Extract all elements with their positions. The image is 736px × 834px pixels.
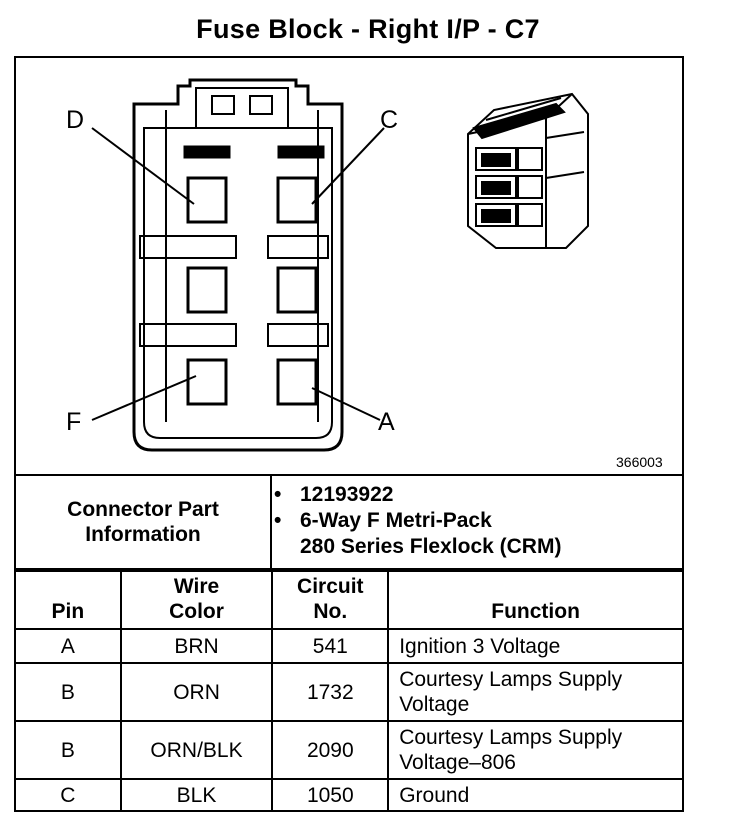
pin-label-d: D (66, 106, 85, 134)
connector-3d-view (467, 92, 589, 249)
cavity-c (276, 176, 318, 224)
circuit-cell: 541 (271, 628, 390, 664)
cavity-e (186, 266, 228, 314)
leader-a (311, 387, 381, 421)
function-cell: Courtesy Lamps Supply Voltage (387, 662, 684, 722)
wire-color-cell: ORN/BLK (119, 720, 274, 780)
table-row: A BRN 541 Ignition 3 Voltage (14, 628, 684, 664)
latch (195, 87, 289, 129)
function-cell: Ground (387, 778, 684, 812)
bullet-2: • (274, 509, 282, 532)
wire-color-cell: ORN (119, 662, 274, 722)
connector-description-line1: 6-Way F Metri-Pack (300, 509, 492, 532)
pin-cell: C (14, 778, 122, 812)
pin-label-f: F (66, 408, 82, 436)
leader-d (91, 127, 195, 205)
pin-label-c: C (380, 106, 399, 134)
figure-number: 366003 (616, 454, 663, 470)
connector-inner-wall (143, 127, 333, 439)
table-row: B ORN/BLK 2090 Courtesy Lamps Supply Vol… (14, 720, 684, 780)
wire-color-cell: BRN (119, 628, 274, 664)
function-cell: Courtesy Lamps Supply Voltage–806 (387, 720, 684, 780)
cavity-a (276, 358, 318, 406)
connector-info-label-line1: Connector Part (67, 498, 219, 521)
circuit-cell: 2090 (271, 720, 390, 780)
leader-c (311, 127, 385, 205)
part-number: 12193922 (300, 483, 394, 506)
header-wire-color: Wire Color (119, 570, 274, 630)
header-pin: Pin (14, 570, 122, 630)
header-function: Function (387, 570, 684, 630)
connector-info-details: • 12193922 • 6-Way F Metri-Pack 280 Seri… (274, 482, 561, 560)
pin-cell: A (14, 628, 122, 664)
leader-f (91, 375, 197, 421)
connector-info-label-line2: Information (85, 523, 201, 546)
pin-table: Pin Wire Color Circuit No. Function A BR… (14, 570, 684, 812)
diagram-title: Fuse Block - Right I/P - C7 (196, 14, 540, 44)
connector-info-label: Connector Part Information (16, 476, 272, 568)
connector-body (132, 78, 344, 452)
cavity-f (186, 358, 228, 406)
circuit-cell: 1050 (271, 778, 390, 812)
table-row: B ORN 1732 Courtesy Lamps Supply Voltage (14, 662, 684, 722)
bullet-1: • (274, 483, 282, 506)
pin-label-a: A (378, 408, 395, 436)
function-cell: Ignition 3 Voltage (387, 628, 684, 664)
circuit-cell: 1732 (271, 662, 390, 722)
pin-cell: B (14, 720, 122, 780)
connector-drawing (91, 78, 589, 452)
cavity-d (186, 176, 228, 224)
connector-description-line2: 280 Series Flexlock (CRM) (300, 535, 562, 558)
header-circuit-no: Circuit No. (271, 570, 390, 630)
connector-part-information: Connector Part Information • 12193922 • … (14, 476, 684, 570)
wire-color-cell: BLK (119, 778, 274, 812)
table-row: C BLK 1050 Ground (14, 778, 684, 812)
cavity-b (276, 266, 318, 314)
pin-cell: B (14, 662, 122, 722)
connector-illustration: D C F A 366003 (14, 56, 684, 476)
